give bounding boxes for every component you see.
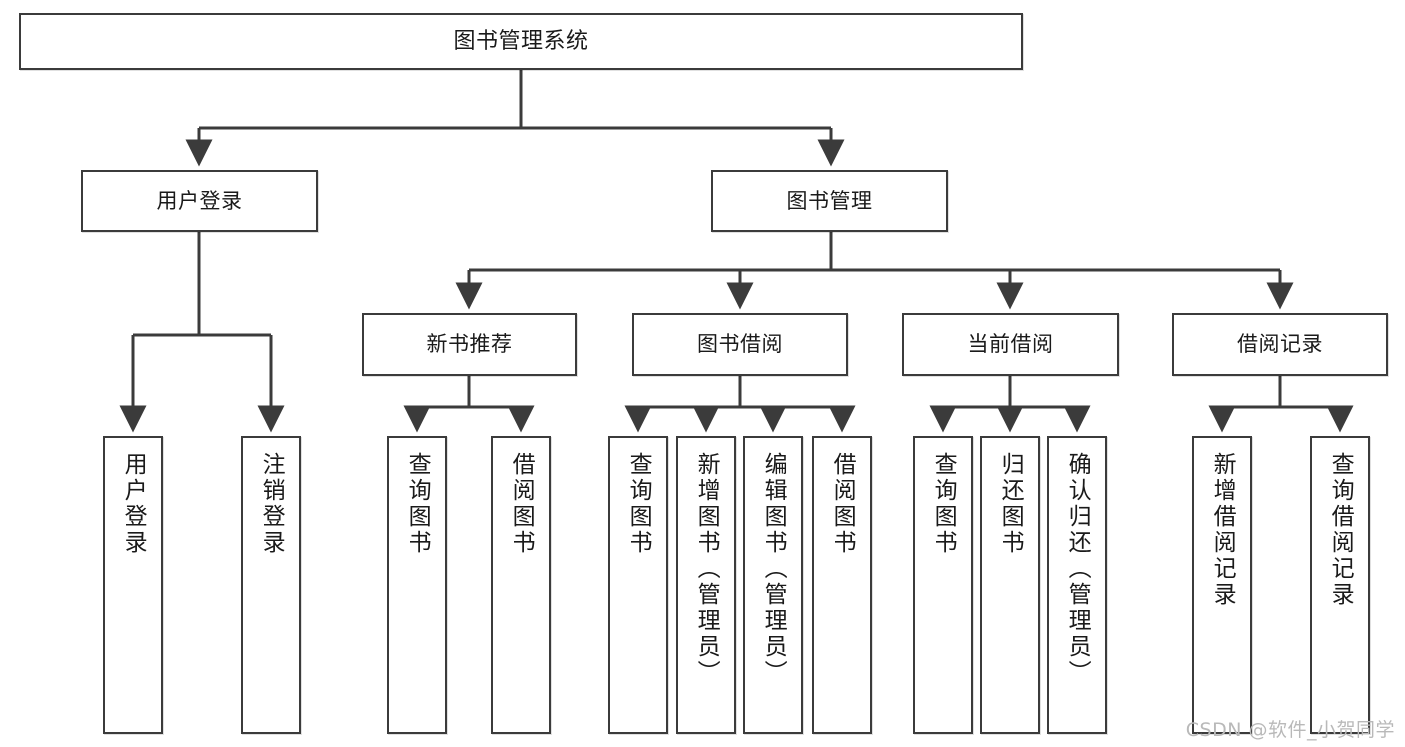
node-label: 用户登录 [156, 188, 243, 213]
leaf-book-borrow-borrow-books[interactable]: 借阅图书 [812, 436, 872, 734]
leaf-borrow-record-add-record[interactable]: 新增借阅记录 [1192, 436, 1252, 734]
node-user-login[interactable]: 用户登录 [81, 170, 318, 232]
node-current-borrowing[interactable]: 当前借阅 [902, 313, 1119, 376]
node-root-book-management-system[interactable]: 图书管理系统 [19, 13, 1023, 70]
leaf-user-login-login[interactable]: 用户登录 [103, 436, 163, 734]
leaf-current-borrow-confirm-return-admin[interactable]: 确认归还（管理员） [1047, 436, 1107, 734]
leaf-new-book-borrow-books[interactable]: 借阅图书 [491, 436, 551, 734]
leaf-book-borrow-add-book-admin[interactable]: 新增图书（管理员） [676, 436, 736, 734]
node-label: 查询图书 [625, 452, 652, 556]
node-label: 新增借阅记录 [1209, 452, 1236, 608]
node-label: 确认归还（管理员） [1064, 452, 1091, 686]
node-label: 当前借阅 [967, 332, 1054, 357]
node-label: 注销登录 [258, 452, 285, 556]
node-label: 查询图书 [404, 452, 431, 556]
node-book-borrowing[interactable]: 图书借阅 [632, 313, 848, 376]
node-label: 新增图书（管理员） [693, 452, 720, 686]
node-label: 借阅图书 [829, 452, 856, 556]
node-label: 借阅记录 [1237, 332, 1323, 357]
node-label: 查询图书 [930, 452, 957, 556]
node-label: 编辑图书（管理员） [760, 452, 787, 686]
node-new-book-recommendation[interactable]: 新书推荐 [362, 313, 577, 376]
node-label: 图书管理 [786, 188, 873, 213]
node-book-management[interactable]: 图书管理 [711, 170, 948, 232]
node-label: 查询借阅记录 [1327, 452, 1354, 608]
node-label: 图书管理系统 [453, 28, 589, 54]
leaf-user-login-logout[interactable]: 注销登录 [241, 436, 301, 734]
node-label: 借阅图书 [508, 452, 535, 556]
leaf-new-book-query-books[interactable]: 查询图书 [387, 436, 447, 734]
leaf-book-borrow-query-books[interactable]: 查询图书 [608, 436, 668, 734]
node-label: 用户登录 [120, 452, 147, 556]
leaf-book-borrow-edit-book-admin[interactable]: 编辑图书（管理员） [743, 436, 803, 734]
leaf-current-borrow-query-books[interactable]: 查询图书 [913, 436, 973, 734]
watermark-text: CSDN @软件_小贺同学 [1185, 719, 1395, 741]
node-label: 归还图书 [997, 452, 1024, 556]
node-borrowing-record[interactable]: 借阅记录 [1172, 313, 1388, 376]
leaf-current-borrow-return-books[interactable]: 归还图书 [980, 436, 1040, 734]
node-label: 新书推荐 [426, 332, 513, 357]
leaf-borrow-record-query-record[interactable]: 查询借阅记录 [1310, 436, 1370, 734]
node-label: 图书借阅 [697, 332, 783, 357]
